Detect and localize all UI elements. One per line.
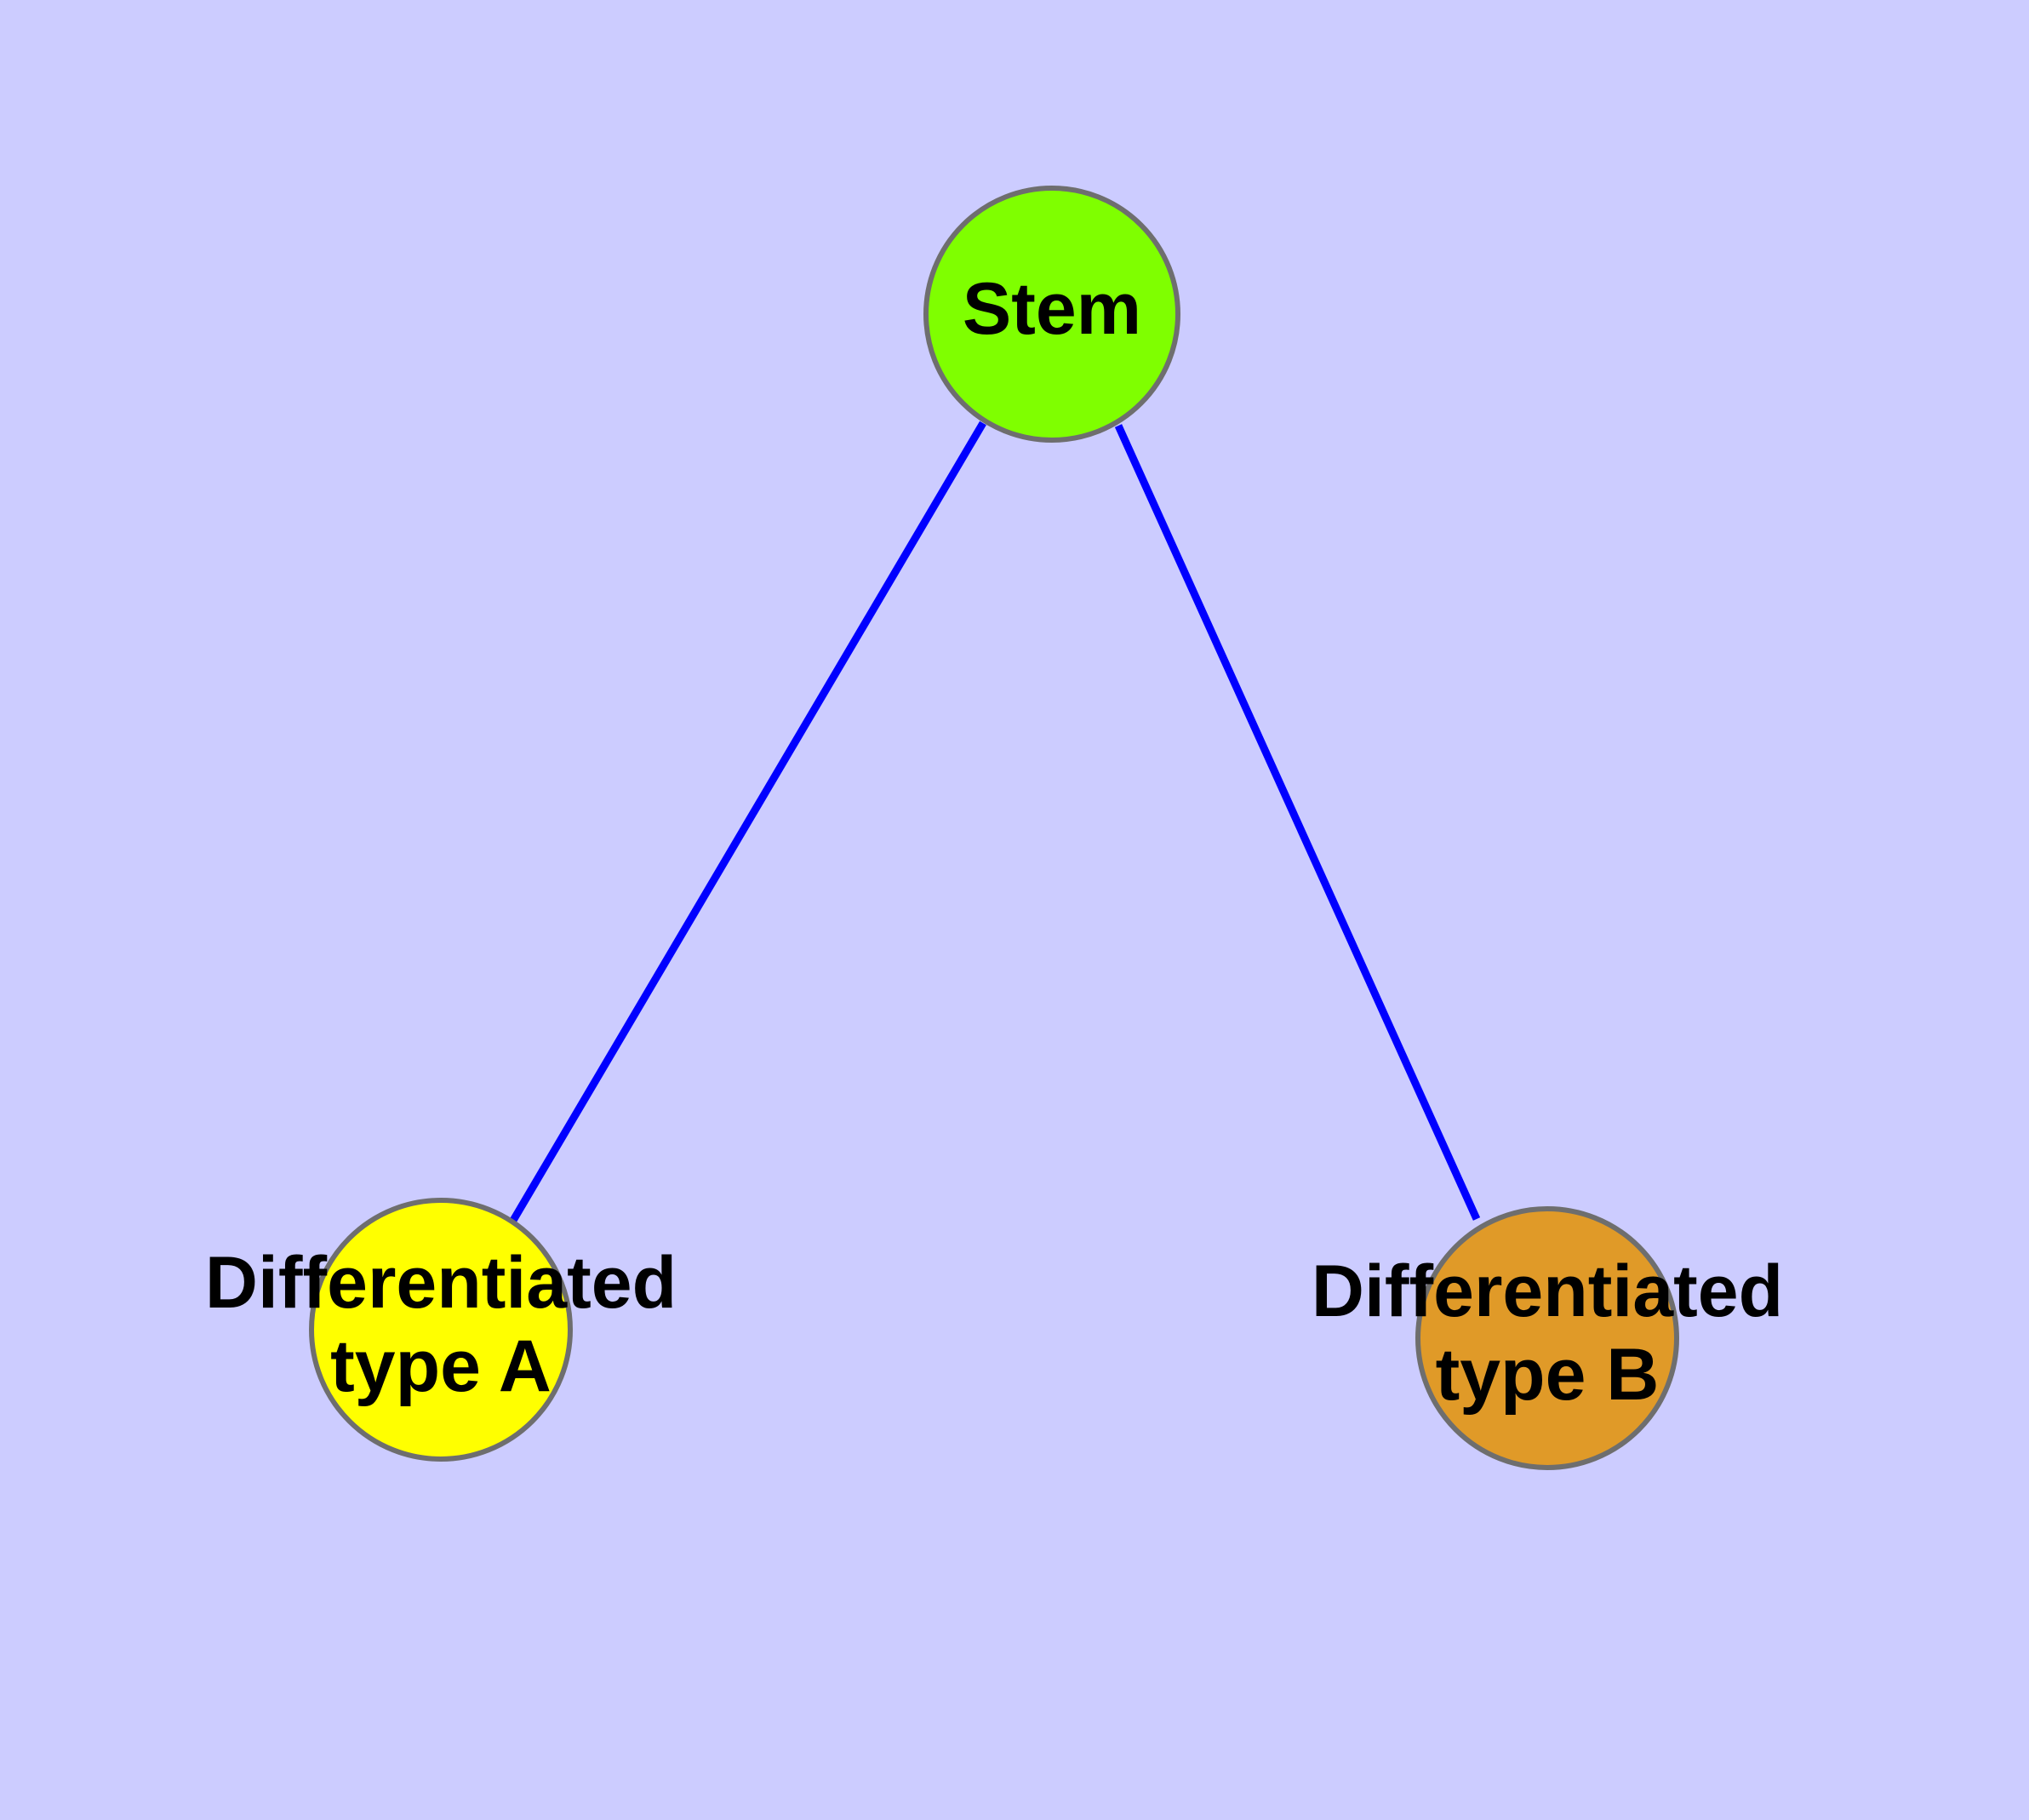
node-differentiated-type-a-circle[interactable] <box>309 1198 573 1462</box>
node-differentiated-type-b-circle[interactable] <box>1415 1206 1679 1470</box>
node-stem-circle[interactable] <box>923 186 1180 443</box>
edges-layer <box>508 421 1481 1226</box>
edge-stem-to-diff-a[interactable] <box>508 421 986 1226</box>
edge-stem-to-diff-b[interactable] <box>1114 424 1481 1221</box>
node-stem[interactable]: Stem <box>923 186 1180 443</box>
node-stem-label: Stem <box>963 268 1141 350</box>
